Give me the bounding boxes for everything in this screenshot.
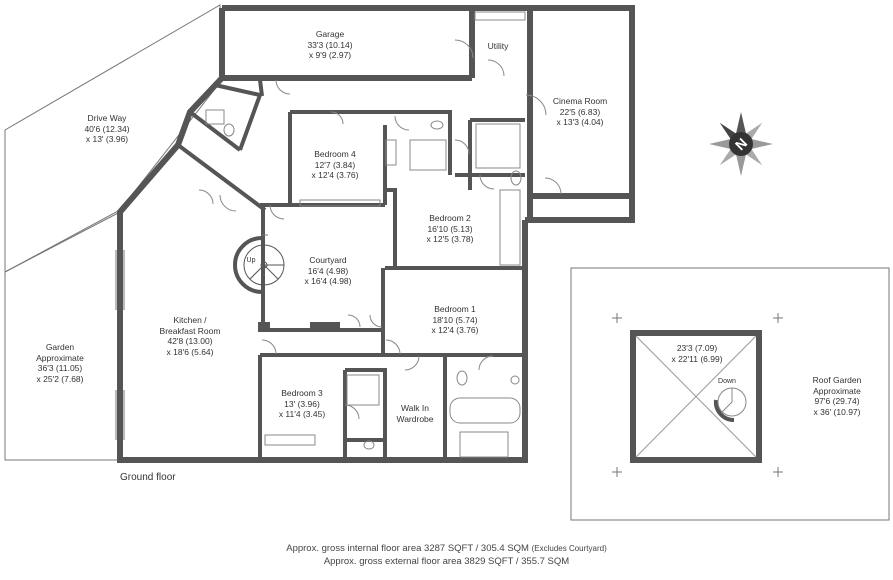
spiral-stair-down bbox=[713, 387, 747, 423]
room-name: Garden bbox=[45, 342, 75, 352]
room-dims: 13' (3.96) bbox=[284, 398, 320, 409]
roof-diagonals bbox=[635, 335, 757, 458]
room-name: Cinema Room bbox=[552, 96, 608, 106]
room-name: Bedroom 3 bbox=[281, 388, 323, 398]
room-garage: Garage 33'3 (10.14) x 9'9 (2.97) bbox=[307, 29, 352, 61]
stair-down-label: Down bbox=[718, 378, 736, 385]
room-dims: 40'6 (12.34) bbox=[84, 123, 130, 134]
exterior-walls bbox=[117, 5, 635, 463]
room-bedroom4: Bedroom 4 12'7 (3.84) x 12'4 (3.76) bbox=[312, 149, 359, 181]
internal-area: Approx. gross internal floor area 3287 S… bbox=[0, 543, 893, 554]
room-name: Bedroom 2 bbox=[429, 213, 471, 223]
room-name: Drive Way bbox=[87, 113, 127, 123]
spiral-stair-up bbox=[233, 236, 285, 294]
room-name: Breakfast Room bbox=[159, 325, 221, 336]
compass-icon: N bbox=[709, 112, 773, 176]
room-name: Walk In bbox=[400, 403, 430, 413]
room-dims: 16'10 (5.13) bbox=[427, 223, 473, 234]
room-dims: 23'3 (7.09) bbox=[676, 343, 718, 353]
room-name: Bedroom 1 bbox=[434, 304, 476, 314]
room-name: Kitchen / bbox=[173, 315, 207, 325]
room-roof-garden: Roof Garden Approximate 97'6 (29.74) x 3… bbox=[813, 375, 862, 417]
room-name: Garage bbox=[315, 29, 345, 39]
roof-garden-outline bbox=[570, 267, 890, 521]
room-dims: 22'5 (6.83) bbox=[559, 106, 601, 117]
room-dims: 42'8 (13.00) bbox=[167, 336, 213, 346]
room-dims: x 12'4 (3.76) bbox=[311, 170, 359, 180]
room-dims: x 22'11 (6.99) bbox=[671, 353, 723, 364]
room-dims: x 9'9 (2.97) bbox=[308, 50, 352, 60]
room-name: Approximate bbox=[36, 352, 84, 363]
room-dims: 18'10 (5.74) bbox=[432, 314, 478, 325]
room-dims: 97'6 (29.74) bbox=[814, 396, 860, 406]
room-kitchen: Kitchen / Breakfast Room 42'8 (13.00) x … bbox=[160, 315, 221, 357]
room-dims: x 25'2 (7.68) bbox=[36, 373, 84, 384]
room-walkin: Walk In Wardrobe bbox=[396, 403, 433, 424]
interior-walls bbox=[176, 79, 525, 460]
external-area-text: Approx. gross external floor area 3829 S… bbox=[323, 556, 570, 567]
room-name: Utility bbox=[487, 41, 509, 51]
room-bedroom3: Bedroom 3 13' (3.96) x 11'4 (3.45) bbox=[279, 388, 325, 420]
room-name: Courtyard bbox=[309, 255, 347, 265]
internal-area-note: (Excludes Courtyard) bbox=[531, 544, 607, 553]
room-dims: x 36' (10.97) bbox=[813, 406, 861, 417]
room-driveway: Drive Way 40'6 (12.34) x 13' (3.96) bbox=[84, 113, 129, 145]
wardrobes bbox=[264, 11, 526, 446]
room-name: Wardrobe bbox=[396, 413, 434, 424]
room-roof-inner: 23'3 (7.09) x 22'11 (6.99) bbox=[671, 343, 722, 364]
garden-outline bbox=[4, 211, 121, 461]
room-dims: x 16'4 (4.98) bbox=[304, 276, 352, 286]
room-bedroom2: Bedroom 2 16'10 (5.13) x 12'5 (3.78) bbox=[427, 213, 474, 245]
room-dims: x 11'4 (3.45) bbox=[278, 409, 326, 419]
room-courtyard: Courtyard 16'4 (4.98) x 16'4 (4.98) bbox=[305, 255, 352, 287]
room-dims: x 12'4 (3.76) bbox=[431, 325, 479, 335]
room-dims: 36'3 (11.05) bbox=[37, 363, 83, 373]
internal-area-text: Approx. gross internal floor area 3287 S… bbox=[286, 543, 529, 554]
room-dims: 33'3 (10.14) bbox=[307, 39, 353, 50]
doors bbox=[198, 39, 562, 420]
room-dims: x 13'3 (4.04) bbox=[556, 117, 604, 127]
room-dims: 16'4 (4.98) bbox=[307, 265, 349, 276]
room-dims: x 13' (3.96) bbox=[85, 134, 129, 144]
roof-structure bbox=[630, 330, 762, 463]
room-dims: x 12'5 (3.78) bbox=[426, 234, 474, 244]
room-bedroom1: Bedroom 1 18'10 (5.74) x 12'4 (3.76) bbox=[432, 304, 479, 336]
glazing bbox=[115, 234, 268, 440]
room-utility: Utility bbox=[488, 41, 509, 52]
room-cinema: Cinema Room 22'5 (6.83) x 13'3 (4.04) bbox=[553, 96, 607, 128]
external-area: Approx. gross external floor area 3829 S… bbox=[0, 556, 893, 567]
room-dims: 12'7 (3.84) bbox=[314, 159, 356, 170]
room-garden: Garden Approximate 36'3 (11.05) x 25'2 (… bbox=[36, 342, 84, 384]
roof-posts bbox=[612, 313, 783, 477]
bathroom-fixtures bbox=[205, 109, 522, 458]
driveway-outline bbox=[4, 4, 223, 273]
room-name: Bedroom 4 bbox=[314, 149, 356, 159]
stair-up-label: Up bbox=[246, 257, 256, 264]
room-name: Roof Garden bbox=[812, 375, 862, 385]
room-name: Approximate bbox=[813, 385, 861, 396]
floor-label: Ground floor bbox=[120, 472, 176, 483]
room-dims: x 18'6 (5.64) bbox=[166, 346, 214, 357]
